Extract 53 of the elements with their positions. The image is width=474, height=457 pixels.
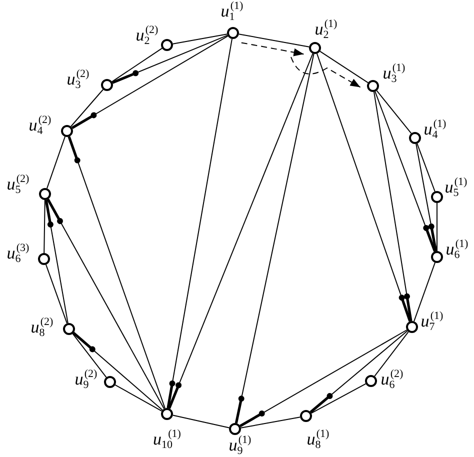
graph-edge: [310, 383, 366, 414]
vertex-circle: [365, 375, 377, 387]
vertex-circle: [101, 79, 113, 91]
graph-edge: [320, 50, 368, 84]
graph-edge: [240, 416, 301, 428]
graph-edge: [376, 90, 412, 134]
marked-edge: [46, 198, 165, 410]
marked-edge: [309, 330, 408, 414]
marked-edge: [374, 91, 436, 253]
marked-edge: [416, 143, 438, 252]
graph-edge: [172, 414, 230, 428]
marked-edge: [316, 53, 412, 323]
vertex-circle: [104, 376, 116, 388]
marked-edge: [238, 330, 408, 428]
graph-edge: [44, 200, 46, 254]
vertex-circle: [309, 42, 321, 54]
dashed-arrow: [240, 42, 304, 56]
vertex-circle: [161, 39, 173, 51]
vertex-circle: [300, 410, 312, 422]
marked-edge: [70, 36, 228, 130]
vertex-circle: [367, 80, 379, 92]
vertex-circle: [38, 253, 50, 265]
graph-edge: [172, 34, 228, 44]
vertex-circle: [227, 27, 239, 39]
marked-edge: [68, 135, 166, 409]
marked-edge: [111, 34, 228, 84]
graph-edge: [114, 384, 162, 412]
graph-edge: [374, 331, 409, 377]
vertex-circle: [161, 408, 173, 420]
dashed-arrow: [290, 56, 361, 88]
graph-edge: [46, 136, 66, 189]
graph-edge: [112, 48, 162, 82]
marked-edge: [234, 53, 314, 424]
vertex-circle: [39, 188, 51, 200]
graph-edge: [436, 202, 438, 252]
vertex-circle: [406, 321, 418, 333]
marked-edge: [72, 332, 163, 411]
vertex-circle: [431, 191, 443, 203]
graph-edge: [416, 143, 436, 192]
vertex-circle: [63, 323, 75, 335]
vertex-circle: [229, 423, 241, 435]
graph-edge: [414, 262, 436, 322]
marked-edge: [374, 91, 412, 322]
marked-edge: [44, 198, 68, 324]
graph-edge: [46, 264, 68, 324]
vertex-circle: [61, 125, 73, 137]
graph-edge: [70, 89, 104, 127]
graph-edge: [72, 333, 107, 378]
marked-edge: [166, 38, 232, 410]
marked-edge: [168, 53, 314, 410]
vertex-circle: [431, 251, 443, 263]
graph-edge: [238, 34, 310, 48]
vertex-circle: [409, 132, 421, 144]
